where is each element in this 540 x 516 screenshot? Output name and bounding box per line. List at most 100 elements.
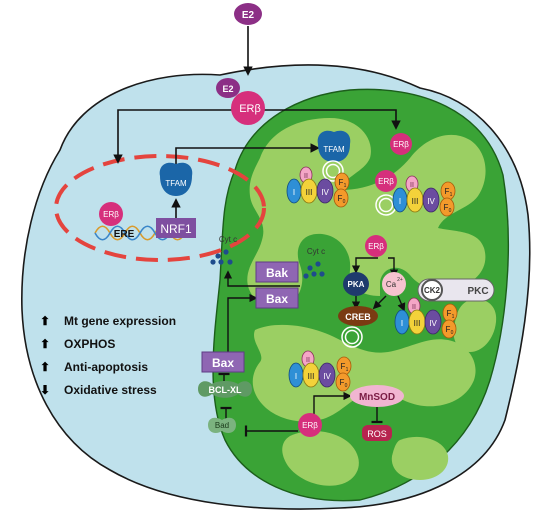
er-beta-mito-1-label: ERβ — [393, 140, 409, 149]
bcl-xl-node: BCL-XL — [198, 381, 252, 398]
f0-subscript: 0 — [451, 330, 454, 336]
f0-label: F — [446, 325, 451, 334]
calcium-node: Ca 2+ — [382, 272, 406, 296]
complex-2-label: II — [410, 182, 414, 189]
complex-1-label: I — [401, 319, 403, 328]
cytc-mito-label: Cyt c — [307, 247, 325, 256]
legend-item-1: ⬆ Mt gene expression — [40, 314, 176, 328]
bad-node: Bad — [208, 417, 236, 433]
ck2-label: CK2 — [424, 286, 441, 295]
complex-3-label: III — [308, 372, 315, 381]
tfam-nucleus: TFAM — [159, 162, 193, 196]
complex-3-label: III — [412, 197, 419, 206]
pka-node: PKA — [343, 272, 369, 296]
down-arrow-icon: ⬇ — [40, 383, 50, 397]
f0-shape — [335, 372, 351, 392]
tfam-nucleus-label: TFAM — [165, 179, 187, 188]
up-arrow-icon: ⬆ — [40, 337, 50, 351]
er-beta-mito-5-label: ERβ — [302, 421, 318, 430]
bak-label: Bak — [266, 266, 288, 280]
bax-cytosol-label: Bax — [212, 356, 234, 370]
e2-bound-label: E2 — [222, 84, 233, 94]
f1-label: F — [447, 309, 452, 318]
legend-text-3: Anti-apoptosis — [64, 360, 148, 374]
complex-2-label: II — [306, 357, 310, 364]
f1-subscript: 1 — [346, 367, 349, 373]
mitochondrion-cristae — [247, 118, 497, 486]
f0-shape — [439, 197, 455, 217]
legend-item-4: ⬇ Oxidative stress — [40, 383, 157, 397]
f0-shape — [333, 188, 349, 208]
bax-box-cytosol: Bax — [201, 351, 245, 373]
f0-subscript: 0 — [449, 208, 452, 214]
bcl-xl-label: BCL-XL — [209, 385, 242, 395]
nrf1-box: NRF1 — [156, 218, 196, 238]
ca-label: Ca — [386, 280, 397, 289]
complex-3-label: III — [414, 319, 421, 328]
arrow-cytc-release — [223, 270, 300, 287]
cytc-cytosol-label: Cyt c — [219, 235, 237, 244]
er-beta-nucleus-label: ERβ — [103, 210, 119, 219]
legend-text-2: OXPHOS — [64, 337, 115, 351]
complex-4-label: IV — [323, 372, 331, 381]
up-arrow-icon: ⬆ — [40, 360, 50, 374]
bad-label: Bad — [215, 421, 229, 430]
complex-4-shape — [424, 309, 442, 335]
complex-1-label: I — [399, 197, 401, 206]
er-beta-mito-2-label: ERβ — [378, 177, 394, 186]
complex-4-label: IV — [321, 188, 329, 197]
complex-4-shape — [318, 362, 336, 388]
ros-label: ROS — [367, 429, 387, 439]
ca-superscript: 2+ — [397, 277, 403, 283]
arrow-ca-complex — [397, 295, 406, 312]
f0-label: F — [340, 378, 345, 387]
legend: ⬆ Mt gene expression ⬆ OXPHOS ⬆ Anti-apo… — [40, 314, 176, 397]
arrow-ca-creb — [372, 295, 387, 310]
mnsod-node: MnSOD — [350, 385, 404, 407]
f0-label: F — [444, 203, 449, 212]
arrow-er-pka — [351, 257, 378, 274]
nrf1-label: NRF1 — [160, 222, 192, 236]
er-beta-label: ERβ — [239, 103, 261, 115]
legend-text-4: Oxidative stress — [64, 383, 157, 397]
f1-label: F — [341, 362, 346, 371]
arrow-er-to-nucleus — [113, 109, 232, 164]
bax-box-mito: Bax — [255, 287, 299, 309]
f1-subscript: 1 — [452, 314, 455, 320]
er-beta-mito-3: ERβ — [365, 235, 387, 257]
arrow-er-ca — [388, 257, 399, 278]
f0-shape — [441, 319, 457, 339]
complex-1-label: I — [295, 372, 297, 381]
e2-ligand-top: E2 — [234, 3, 262, 25]
f1-subscript: 1 — [450, 192, 453, 198]
er-beta-mito-5: ERβ — [298, 413, 322, 437]
er-beta-mito-2: ERβ — [375, 170, 397, 192]
legend-text-1: Mt gene expression — [64, 314, 176, 328]
bak-box: Bak — [255, 261, 299, 283]
er-beta-mito-1: ERβ — [390, 133, 412, 155]
pkc-label: PKC — [467, 286, 488, 297]
complex-4-label: IV — [429, 319, 437, 328]
ck2-pkc-group: CK2 PKC — [417, 278, 495, 302]
pka-label: PKA — [348, 280, 365, 289]
f1-label: F — [339, 178, 344, 187]
e2-top-label: E2 — [242, 10, 255, 21]
tfam-mito: TFAM — [317, 130, 351, 182]
f1-label: F — [445, 187, 450, 196]
arrow-er-mnsod — [313, 391, 352, 415]
complex-4-shape — [316, 178, 334, 204]
complex-2-label: II — [304, 173, 308, 180]
up-arrow-icon: ⬆ — [40, 314, 50, 328]
complex-2-label: II — [412, 304, 416, 311]
cytc-cytosol-dots — [210, 249, 233, 265]
bax-mito-label: Bax — [266, 292, 288, 306]
f0-subscript: 0 — [345, 383, 348, 389]
tfam-mito-label: TFAM — [323, 145, 345, 154]
complex-4-shape — [422, 187, 440, 213]
f0-label: F — [338, 194, 343, 203]
